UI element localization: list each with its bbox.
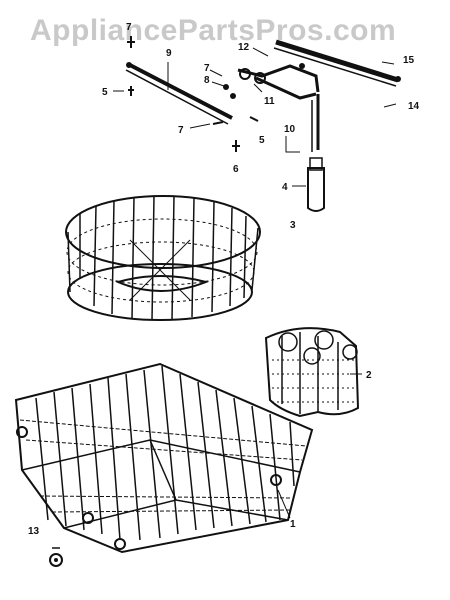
callout-5-left: 5: [102, 87, 108, 98]
callout-4: 4: [282, 182, 288, 193]
callout-3: 3: [290, 220, 296, 231]
callout-13: 13: [28, 526, 40, 537]
callout-7-top: 7: [126, 22, 132, 33]
callout-9: 9: [166, 48, 172, 59]
callout-15: 15: [403, 55, 415, 66]
callout-8-top: 8: [204, 75, 210, 86]
callout-5-right: 5: [259, 135, 265, 146]
silverware-basket: [264, 327, 360, 418]
callout-14: 14: [408, 101, 420, 112]
callout-10: 10: [284, 124, 296, 135]
callout-6: 6: [233, 164, 239, 175]
callout-12: 12: [238, 42, 250, 53]
callout-labels: 7 9 5 7 8 7 5 6 12 11 10 15 14 4 3 2 1 1…: [28, 22, 420, 537]
callout-7-bottom: 7: [178, 125, 184, 136]
upper-rack-basket: [65, 195, 261, 321]
callout-11: 11: [264, 96, 275, 107]
callout-2: 2: [366, 370, 372, 381]
wash-tube: [307, 157, 325, 212]
rack-rail-left: [125, 62, 233, 125]
hardware-screws: [127, 36, 259, 152]
spray-arm-assembly: [237, 63, 320, 152]
rack-rail-right: [273, 39, 401, 87]
lower-rack: [14, 362, 314, 554]
leader-lines: [113, 47, 397, 519]
callout-7-mid: 7: [204, 63, 210, 74]
callout-1: 1: [290, 519, 296, 530]
watermark-text: AppliancePartsPros.com: [30, 14, 397, 47]
rack-roller: [49, 547, 63, 567]
